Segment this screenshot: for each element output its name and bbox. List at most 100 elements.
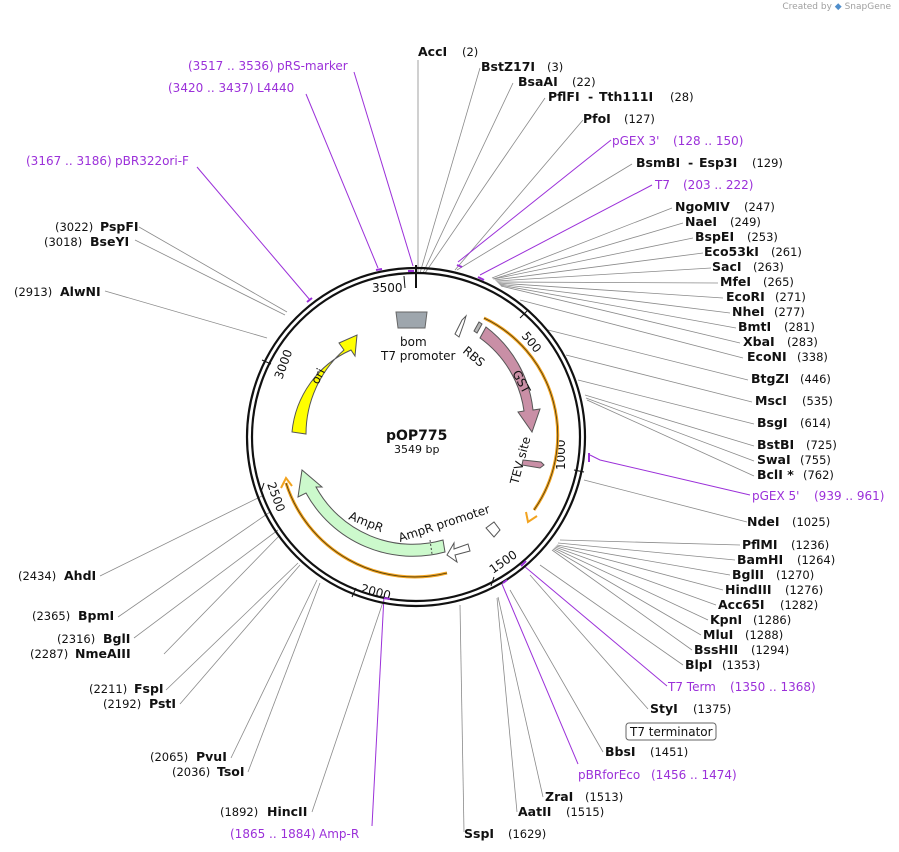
enzyme-name[interactable]: EcoNI	[747, 349, 787, 364]
enzyme-name[interactable]: BstBI	[757, 437, 794, 452]
enzyme-name[interactable]: PvuI	[196, 749, 227, 764]
enzyme-name[interactable]: KpnI	[710, 612, 742, 627]
primer-range: (939 .. 961)	[814, 489, 884, 503]
snapgene-brand: Created by ◆ SnapGene	[782, 2, 891, 12]
enzyme-name[interactable]: Tth111I	[599, 89, 653, 104]
enzyme-name[interactable]: PflMI	[742, 537, 778, 552]
primer-name[interactable]: pBR322ori-F	[115, 154, 189, 168]
enzyme-name[interactable]: BsgI	[757, 415, 788, 430]
enzyme-name[interactable]: Esp3I	[699, 155, 737, 170]
enzyme-name[interactable]: BstZ17I	[481, 59, 535, 74]
enzyme-name[interactable]: MscI	[755, 393, 787, 408]
enzyme-position: (338)	[797, 350, 828, 364]
enzyme-position: (1353)	[722, 658, 760, 672]
enzyme-leader-lines	[99, 60, 755, 833]
enzyme-position: (3)	[547, 60, 563, 74]
primer-name[interactable]: pGEX 3'	[612, 134, 659, 148]
ruler-label: 3500	[372, 281, 403, 295]
enzyme-name[interactable]: PspFI	[100, 219, 139, 234]
ruler-label: 1500	[487, 547, 520, 576]
enzyme-position: (725)	[806, 438, 837, 452]
enzyme-name[interactable]: BmtI	[738, 319, 771, 334]
enzyme-name[interactable]: BsaAI	[518, 74, 558, 89]
enzyme-name[interactable]: BclI *	[757, 467, 794, 482]
enzyme-name[interactable]: AlwNI	[60, 284, 101, 299]
enzyme-name[interactable]: EcoRI	[726, 289, 765, 304]
enzyme-name[interactable]: SwaI	[757, 452, 791, 467]
enzyme-name[interactable]: BssHII	[694, 642, 738, 657]
enzyme-position: (1288)	[745, 628, 783, 642]
enzyme-position: (762)	[803, 468, 834, 482]
enzyme-name[interactable]: MluI	[703, 627, 733, 642]
primer-leader-lines	[196, 71, 751, 827]
enzyme-name[interactable]: XbaI	[743, 334, 775, 349]
enzyme-name[interactable]: NmeAIII	[75, 646, 131, 661]
ampr-promoter-feature[interactable]	[446, 541, 471, 564]
enzyme-name[interactable]: BamHI	[737, 552, 783, 567]
t7-terminator-box[interactable]: T7 terminator	[625, 722, 717, 741]
enzyme-position: (614)	[800, 416, 831, 430]
enzyme-name[interactable]: BtgZI	[751, 371, 789, 386]
enzyme-labels: AccI (2) BstZ17I (3) BsaAI (22) PflFI - …	[418, 44, 837, 841]
primer-name[interactable]: pRS-marker	[277, 59, 348, 73]
enzyme-name[interactable]: SacI	[712, 259, 742, 274]
enzyme-position: (1025)	[792, 515, 830, 529]
enzyme-position: (446)	[800, 372, 831, 386]
enzyme-name[interactable]: NdeI	[747, 514, 780, 529]
enzyme-name[interactable]: BspEI	[695, 229, 734, 244]
primer-range: (3517 .. 3536)	[188, 59, 274, 73]
enzyme-name[interactable]: StyI	[650, 701, 678, 716]
enzyme-name[interactable]: HindIII	[725, 582, 772, 597]
bom-feature[interactable]	[395, 311, 428, 329]
tev-site-feature[interactable]	[521, 459, 545, 469]
enzyme-name[interactable]: Eco53kI	[704, 244, 759, 259]
ruler-label: 2000	[359, 581, 392, 602]
enzyme-name[interactable]: FspI	[134, 681, 164, 696]
enzyme-name[interactable]: PfoI	[583, 111, 611, 126]
primer-range: (3167 .. 3186)	[26, 154, 112, 168]
gst-feature[interactable]	[479, 326, 541, 434]
enzyme-name[interactable]: HincII	[267, 804, 307, 819]
enzyme-name[interactable]: BseYI	[90, 234, 129, 249]
plasmid-size: 3549 bp	[394, 443, 439, 456]
primer-name[interactable]: Amp-R	[319, 827, 359, 841]
t7-terminator-feature[interactable]	[485, 521, 501, 538]
enzyme-position: (1282)	[780, 598, 818, 612]
primer-name[interactable]: pGEX 5'	[752, 489, 799, 503]
t7-promoter-feature[interactable]	[454, 314, 468, 338]
brand-prefix: Created by	[782, 2, 832, 12]
enzyme-name[interactable]: PflFI	[548, 89, 580, 104]
enzyme-separator: -	[588, 89, 593, 104]
ampr-feature[interactable]	[297, 469, 446, 557]
enzyme-name[interactable]: PstI	[149, 696, 176, 711]
enzyme-name[interactable]: Acc65I	[718, 597, 765, 612]
enzyme-name[interactable]: BlpI	[685, 657, 712, 672]
enzyme-position: (1451)	[650, 745, 688, 759]
enzyme-name[interactable]: AatII	[518, 804, 551, 819]
primer-name[interactable]: pBRforEco	[578, 768, 640, 782]
enzyme-name[interactable]: MfeI	[720, 274, 751, 289]
primer-name[interactable]: T7	[654, 178, 670, 192]
enzyme-name[interactable]: SspI	[464, 826, 494, 841]
primer-name[interactable]: T7 Term	[667, 680, 716, 694]
enzyme-name[interactable]: ZraI	[545, 789, 573, 804]
enzyme-position: (2)	[462, 45, 478, 59]
rbs-feature[interactable]	[473, 321, 483, 334]
enzyme-name[interactable]: BpmI	[78, 608, 114, 623]
ori-feature[interactable]	[291, 334, 358, 435]
enzyme-position: (2316)	[57, 632, 95, 646]
enzyme-name[interactable]: NgoMIV	[675, 199, 730, 214]
enzyme-name[interactable]: NaeI	[685, 214, 717, 229]
enzyme-position: (2913)	[14, 285, 52, 299]
enzyme-name[interactable]: AhdI	[64, 568, 96, 583]
enzyme-name[interactable]: NheI	[732, 304, 765, 319]
enzyme-name[interactable]: BbsI	[605, 744, 636, 759]
enzyme-name[interactable]: BglI	[103, 631, 130, 646]
enzyme-name[interactable]: TsoI	[217, 764, 245, 779]
enzyme-name[interactable]: BsmBI	[636, 155, 680, 170]
primer-name[interactable]: L4440	[257, 81, 294, 95]
enzyme-name[interactable]: BglII	[732, 567, 764, 582]
enzyme-labels-left: (1892) HincII (2036) TsoI (2065) PvuI (2…	[14, 219, 307, 819]
enzyme-name[interactable]: AccI	[418, 44, 447, 59]
